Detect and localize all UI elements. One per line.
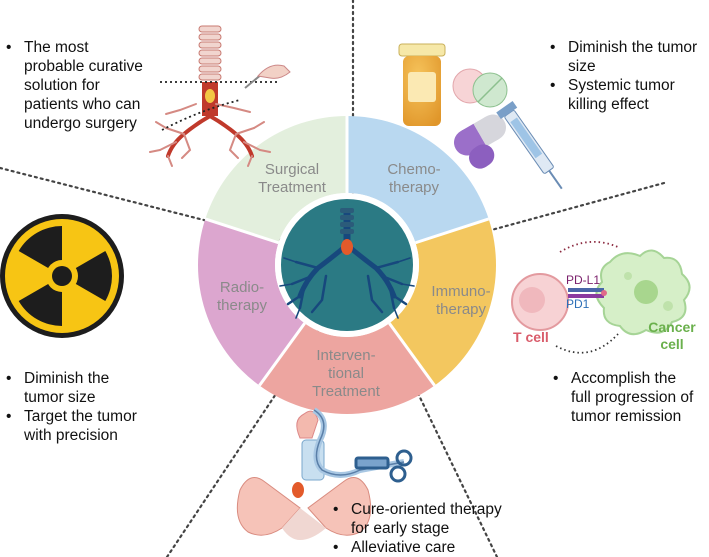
label-line: Immuno-	[431, 283, 490, 300]
label-line: therapy	[389, 179, 440, 196]
bullet-item: Target the tumor with precision	[2, 407, 137, 445]
treatment-ring	[197, 115, 497, 414]
tumor-mark	[341, 239, 353, 255]
radio-bullets: Diminish the tumor size Target the tumor…	[2, 369, 137, 445]
bullet-item: Accomplish the full progression of tumor…	[549, 369, 693, 426]
label-line: Interven-	[316, 347, 375, 364]
segment-chemo	[347, 116, 489, 243]
bullet-item: The most probable curative solution for …	[2, 38, 143, 133]
label-chemo: Chemo-therapy	[387, 161, 440, 196]
surgical-bullets: The most probable curative solution for …	[2, 38, 143, 133]
chemo-illustration	[398, 43, 563, 190]
segment-radio	[197, 218, 305, 386]
central-lung-illustration	[275, 193, 419, 337]
segment-separators	[204, 116, 490, 387]
segment-surgical	[205, 115, 347, 243]
label-line: Surgical	[265, 161, 319, 178]
pd1-label: PD1	[566, 297, 590, 311]
segment-immuno	[389, 218, 497, 386]
pd-l1-label: PD-L1	[566, 273, 600, 287]
bullet-item: Diminish the tumor size	[546, 38, 697, 76]
label-line: Cancer	[648, 319, 696, 335]
bullet-item: Alleviative care	[329, 538, 502, 557]
immuno-bullets: Accomplish the full progression of tumor…	[549, 369, 693, 426]
label-line: Chemo-	[387, 161, 440, 178]
label-line: Radio-	[220, 279, 264, 296]
chemo-bullets: Diminish the tumor size Systemic tumor k…	[546, 38, 697, 114]
interventional-bullets: Cure-oriented therapy for early stage Al…	[329, 500, 502, 557]
bullet-item: Diminish the tumor size	[2, 369, 137, 407]
segment-interventional	[259, 323, 435, 414]
label-immuno: Immuno-therapy	[431, 283, 490, 318]
label-radio: Radio-therapy	[217, 279, 268, 314]
label-line: Treatment	[258, 179, 327, 196]
bullet-item: Systemic tumor killing effect	[546, 76, 697, 114]
t-cell-label: T cell	[513, 329, 549, 345]
bullet-item: Cure-oriented therapy for early stage	[329, 500, 502, 538]
label-line: cell	[660, 336, 683, 352]
radiation-icon	[0, 214, 124, 338]
label-line: therapy	[436, 301, 487, 318]
label-line: tional	[328, 365, 364, 382]
label-line: Treatment	[312, 383, 381, 400]
label-line: therapy	[217, 297, 268, 314]
surgical-illustration	[149, 25, 291, 167]
